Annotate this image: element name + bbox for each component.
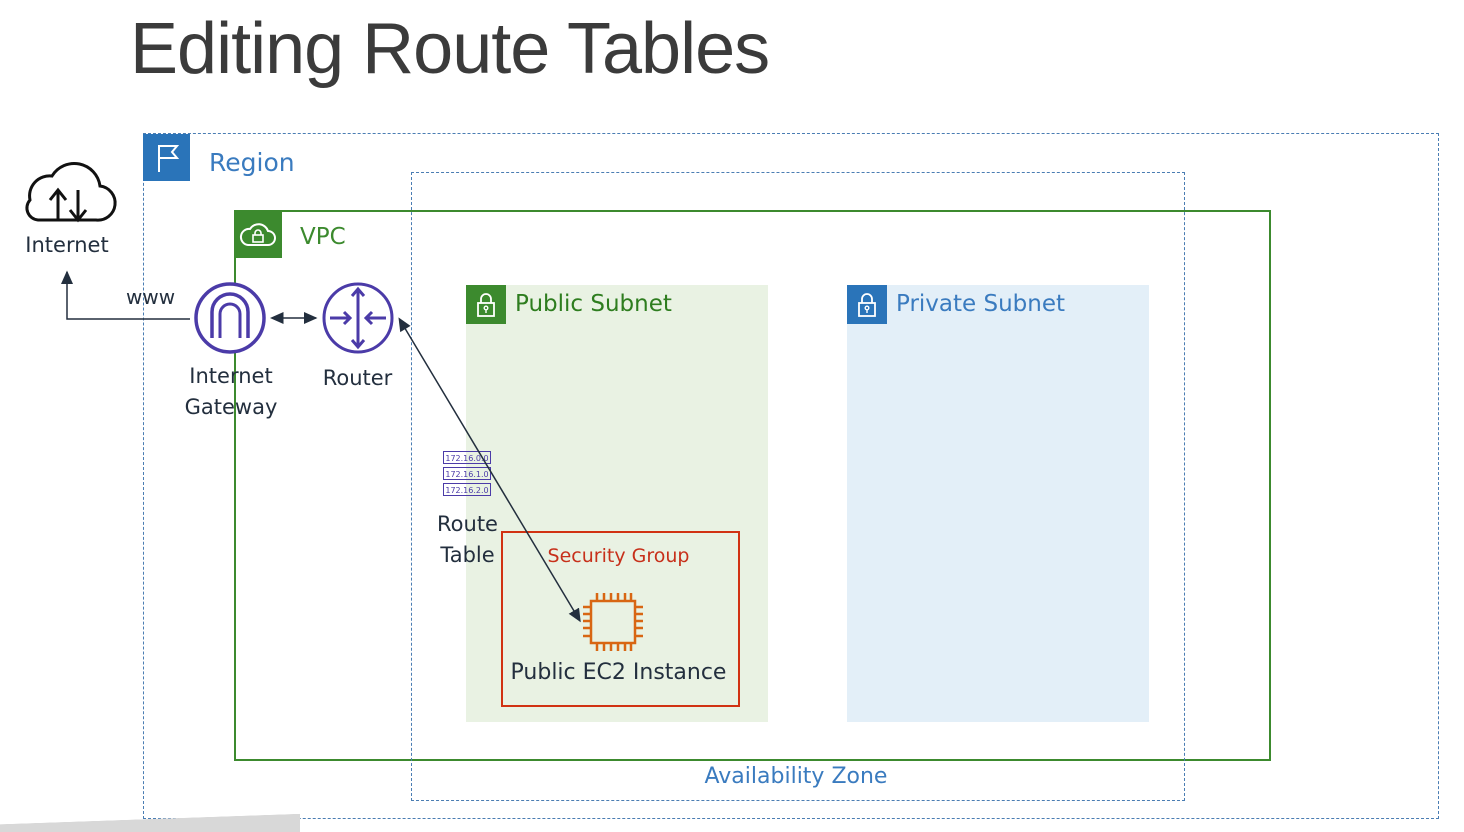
- availability-zone-label: Availability Zone: [704, 764, 888, 789]
- chip-icon: [583, 593, 643, 651]
- vpc-container: [234, 210, 1271, 761]
- router-label: Router: [322, 366, 393, 390]
- internet-gateway-label: Internet Gateway: [184, 364, 278, 419]
- slide-edge-shadow: [0, 812, 300, 832]
- ec2-instance-label: Public EC2 Instance: [510, 660, 727, 685]
- padlock-icon: [847, 285, 887, 324]
- cloud-transfer-icon: [25, 162, 117, 223]
- www-label: www: [126, 285, 176, 309]
- internet-label: Internet: [25, 233, 109, 257]
- cloud-lock-icon: [234, 211, 282, 258]
- region-label: Region: [209, 148, 295, 177]
- vpc-label: VPC: [300, 224, 346, 250]
- router-ec2-link: [398, 317, 581, 623]
- page-title: Editing Route Tables: [130, 9, 770, 89]
- region-container: [143, 133, 1439, 819]
- private-subnet-label: Private Subnet: [896, 291, 1066, 317]
- gateway-icon: [194, 282, 266, 354]
- private-subnet-area: [847, 285, 1149, 722]
- security-group-label: Security Group: [547, 545, 690, 567]
- public-subnet-label: Public Subnet: [515, 291, 672, 317]
- router-icon: [322, 282, 394, 354]
- flag-icon: [143, 134, 190, 181]
- internet-connection-line: [61, 270, 190, 320]
